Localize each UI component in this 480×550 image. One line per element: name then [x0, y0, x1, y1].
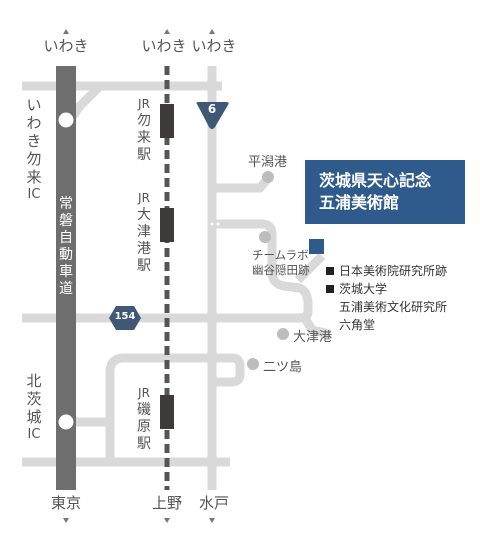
station-isohara-marker [160, 395, 174, 429]
hiragata-port-dot [262, 171, 274, 183]
futatsujima-dot [247, 358, 259, 370]
crossing-dots [204, 222, 220, 226]
direction-iwaki-route6: いわき [191, 37, 237, 55]
direction-iwaki-railway: いわき [141, 37, 187, 55]
iwaki-nakoso-ic-marker [58, 112, 74, 128]
landmark-legend: 日本美術院研究所跡 茨城大学 五浦美術文化研究所 六角堂 [326, 262, 447, 334]
direction-iwaki-expressway: いわき [43, 37, 89, 55]
kita-ibaraki-ic-marker [58, 414, 74, 430]
teamlab-label-2: 幽谷隠田跡 [252, 263, 310, 277]
teamlab-dot [259, 231, 271, 243]
legend-item-research-institute: 五浦美術文化研究所 [339, 300, 448, 314]
legend-item-japan-art-institute: 日本美術院研究所跡 [326, 262, 447, 280]
route-6-shield [196, 102, 229, 129]
direction-mito: 水戸 [198, 494, 229, 512]
museum-title-line1: 茨城県天心記念 [319, 171, 432, 190]
square-bullet-icon [326, 285, 334, 293]
station-otsuko-marker [160, 208, 174, 242]
square-bullet-icon [326, 267, 334, 275]
expressway-label: 常磐自動車道 [59, 196, 73, 297]
museum-title-box: 茨城県天心記念 五浦美術館 [305, 160, 465, 224]
otsu-port-label: 大津港 [293, 330, 333, 345]
route-6-number: 6 [207, 102, 217, 116]
museum-title-line2: 五浦美術館 [319, 193, 400, 212]
teamlab-label-1: チームラボ [252, 248, 309, 262]
museum-marker [309, 239, 324, 254]
route-154-number: 154 [114, 311, 136, 322]
otsu-port-dot [277, 328, 289, 340]
hiragata-port-label: 平潟港 [248, 155, 288, 170]
futatsujima-label: 二ツ島 [263, 360, 303, 375]
route-154-shield [109, 306, 141, 330]
legend-item-ibaraki-university: 茨城大学 [326, 280, 447, 298]
direction-ueno: 上野 [151, 494, 182, 512]
station-nakoso-marker [160, 104, 174, 138]
direction-tokyo: 東京 [50, 494, 81, 512]
legend-item-rokkakudo: 六角堂 [339, 318, 376, 332]
direction-arrows [63, 29, 215, 523]
